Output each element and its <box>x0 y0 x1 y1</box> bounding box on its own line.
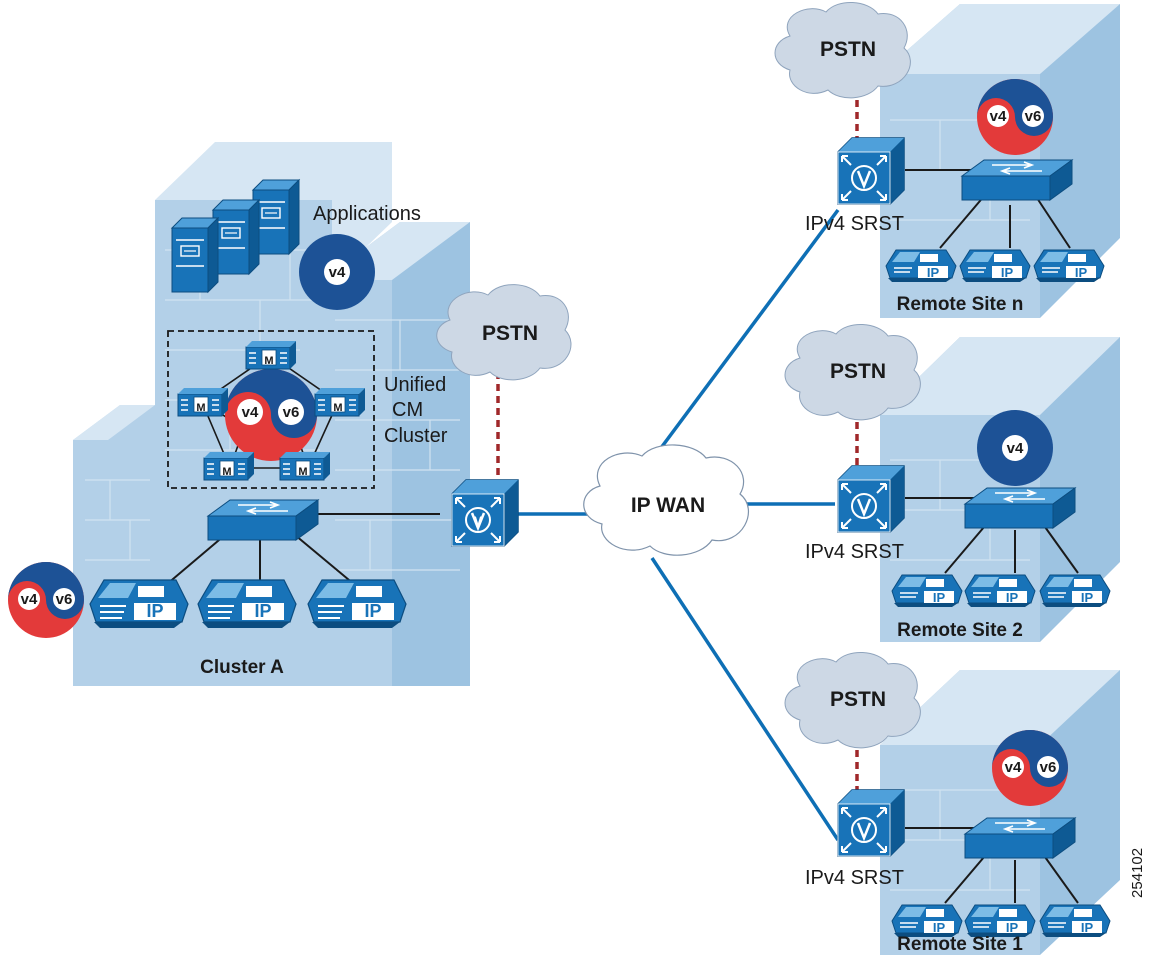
pstn-label-remote-n: PSTN <box>820 38 876 61</box>
svg-text:IP: IP <box>1081 590 1094 605</box>
cm-cluster-label-line1: Unified <box>384 374 446 396</box>
pstn-label-cluster-a: PSTN <box>482 322 538 345</box>
svg-text:v4: v4 <box>1007 440 1024 457</box>
svg-text:IP: IP <box>1006 920 1019 935</box>
svg-text:IP: IP <box>1006 590 1019 605</box>
pstn-label-remote-2: PSTN <box>830 360 886 383</box>
remote-site-2-label: Remote Site 2 <box>897 620 1023 641</box>
dual-stack-badge-icon: v4 v6 <box>8 562 84 638</box>
cluster-a-label: Cluster A <box>200 657 284 678</box>
ip-phone-icon <box>959 249 1031 283</box>
svg-text:IP: IP <box>1081 920 1094 935</box>
ip-wan-label: IP WAN <box>631 494 705 517</box>
applications-label: Applications <box>313 203 421 225</box>
svg-text:v6: v6 <box>283 404 300 421</box>
remote-n-switch-icon <box>961 159 1073 201</box>
cluster-a-router-icon <box>450 478 520 548</box>
ip-wan-cloud: IP WAN <box>583 444 750 556</box>
svg-text:v4: v4 <box>329 264 346 281</box>
pstn-cloud-remote-2: PSTN <box>784 323 921 421</box>
dual-stack-badge-icon: v4 v6 <box>225 369 317 461</box>
pstn-label-remote-1: PSTN <box>830 688 886 711</box>
cluster-a-switch-icon <box>207 499 319 541</box>
svg-text:M: M <box>222 466 231 478</box>
svg-text:M: M <box>298 466 307 478</box>
remote-n-router-label: IPv4 SRST <box>805 213 904 235</box>
pstn-cloud-cluster-a: PSTN <box>436 284 572 381</box>
remote-n-phones <box>885 249 1105 283</box>
app-server-icon <box>212 199 260 275</box>
cm-server-letters: M M M M M <box>196 355 342 478</box>
svg-text:v4: v4 <box>990 108 1007 125</box>
svg-text:IP: IP <box>254 601 271 621</box>
svg-text:IP: IP <box>933 590 946 605</box>
ip-phone-icon <box>885 249 957 283</box>
ip-phone-icon <box>1033 249 1105 283</box>
figure-id: 254102 <box>1129 848 1146 898</box>
svg-text:IP: IP <box>1075 265 1088 280</box>
svg-text:v6: v6 <box>56 591 73 608</box>
svg-text:v4: v4 <box>242 404 259 421</box>
remote-1-router-icon <box>836 788 906 858</box>
remote-site-1-label: Remote Site 1 <box>897 934 1023 955</box>
svg-text:IP: IP <box>364 601 381 621</box>
svg-text:IP: IP <box>927 265 940 280</box>
ip-phone-icon <box>891 574 963 608</box>
remote-2-router-label: IPv4 SRST <box>805 541 904 563</box>
svg-text:M: M <box>264 355 273 367</box>
ip-phone-icon <box>891 904 963 938</box>
ip-phone-icon <box>197 579 297 629</box>
app-server-icon <box>252 179 300 255</box>
ip-phone-icon <box>307 579 407 629</box>
ip-phone-icon <box>1039 574 1111 608</box>
remote-2-phones <box>891 574 1111 608</box>
app-server-icon <box>171 217 219 293</box>
dual-stack-badge-icon: v4 v6 <box>977 79 1053 155</box>
cm-cluster-boundary <box>167 330 375 489</box>
router-v-letter: V <box>474 514 482 528</box>
svg-text:IP: IP <box>146 601 163 621</box>
ip-phone-icon <box>964 904 1036 938</box>
svg-text:v6: v6 <box>1025 108 1042 125</box>
remote-1-phones <box>891 904 1111 938</box>
pstn-cloud-remote-n: PSTN <box>774 1 911 99</box>
remote-phone-text: IP IP IP IP IP IP IP IP IP <box>927 265 1094 935</box>
remote-1-router-label: IPv4 SRST <box>805 867 904 889</box>
ip-phone-icon <box>964 574 1036 608</box>
ip-phone-icon <box>89 579 189 629</box>
cm-cluster-label-line2: CM <box>392 399 423 421</box>
remote-2-switch-icon <box>964 487 1076 529</box>
pstn-cloud-remote-1: PSTN <box>784 651 921 749</box>
remote-2-router-icon <box>836 464 906 534</box>
cluster-a-phones <box>89 579 407 629</box>
cm-cluster-label-line3: Cluster <box>384 425 448 447</box>
dual-stack-badge-icon: v4 v6 <box>992 730 1068 806</box>
svg-text:v6: v6 <box>1040 759 1057 776</box>
svg-text:M: M <box>333 402 342 414</box>
remote-1-switch-icon <box>964 817 1076 859</box>
remote-site-n-building <box>880 4 1120 318</box>
svg-text:IP: IP <box>933 920 946 935</box>
cluster-a-phone-text: IP IP IP <box>146 601 381 621</box>
ipv4-badge-icon: v4 <box>299 234 375 310</box>
svg-text:IP: IP <box>1001 265 1014 280</box>
svg-text:v4: v4 <box>21 591 38 608</box>
ip-phone-icon <box>1039 904 1111 938</box>
remote-site-n-label: Remote Site n <box>897 294 1024 315</box>
svg-text:v4: v4 <box>1005 759 1022 776</box>
ipv4-badge-icon: v4 <box>977 410 1053 486</box>
pstn-links <box>496 88 859 790</box>
remote-n-router-icon <box>836 136 906 206</box>
lan-links <box>159 169 1079 904</box>
svg-text:M: M <box>196 402 205 414</box>
